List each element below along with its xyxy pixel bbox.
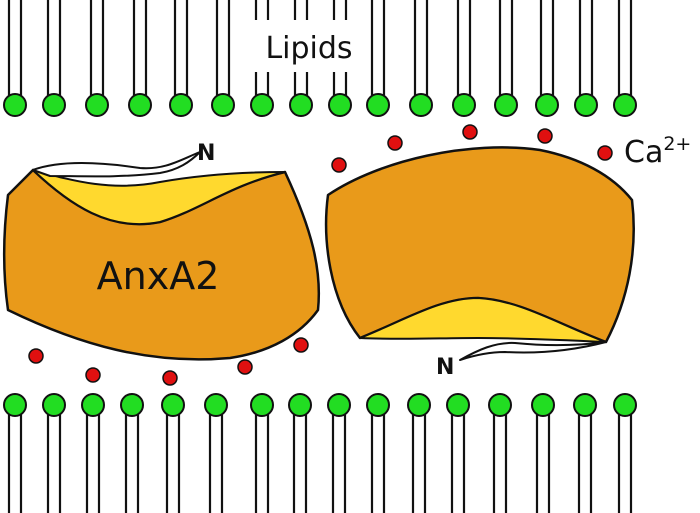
lipid-head xyxy=(409,93,433,117)
lipid-head xyxy=(288,393,312,417)
calcium-ion xyxy=(85,367,101,383)
lipid-head xyxy=(161,393,185,417)
calcium-ions xyxy=(28,124,613,386)
lipid-molecule xyxy=(81,393,105,513)
lipid-head xyxy=(574,93,598,117)
protein-label: AnxA2 xyxy=(97,254,220,298)
lipid-molecule xyxy=(3,0,27,117)
lipid-molecule xyxy=(169,0,193,117)
calcium-ion xyxy=(162,370,178,386)
calcium-ion xyxy=(387,135,403,151)
calcium-ion xyxy=(537,128,553,144)
lipid-head xyxy=(328,93,352,117)
lipid-molecule xyxy=(211,0,235,117)
lipid-molecule xyxy=(613,0,637,117)
calcium-symbol: Ca xyxy=(624,135,663,170)
lipid-molecule xyxy=(494,0,518,117)
lipids-label-text: Lipids xyxy=(265,31,352,66)
lipid-molecule xyxy=(573,393,597,513)
lipid-head xyxy=(452,93,476,117)
lipid-molecule xyxy=(366,393,390,513)
n-terminus-label-right: N xyxy=(436,355,454,380)
lipid-head xyxy=(250,393,274,417)
lipid-head xyxy=(42,93,66,117)
lipid-head xyxy=(613,93,637,117)
lipid-head xyxy=(204,393,228,417)
lipid-molecule xyxy=(250,393,274,513)
anxa2-protein-left: AnxA2 N xyxy=(3,141,321,361)
calcium-ion xyxy=(597,145,613,161)
lipid-head xyxy=(3,93,27,117)
lipid-head xyxy=(446,393,470,417)
lipid-molecule xyxy=(407,393,431,513)
lipid-molecule xyxy=(574,0,598,117)
lipid-molecule xyxy=(446,393,470,513)
lipid-molecule xyxy=(409,0,433,117)
lipid-molecule xyxy=(161,393,185,513)
lipid-head xyxy=(613,393,637,417)
lipid-molecule xyxy=(42,0,66,117)
lipid-head xyxy=(531,393,555,417)
lipids-label: Lipids xyxy=(254,20,364,72)
lipid-molecule xyxy=(535,0,559,117)
lipid-head xyxy=(573,393,597,417)
lipid-head xyxy=(488,393,512,417)
calcium-ion xyxy=(293,337,309,353)
calcium-ion xyxy=(237,359,253,375)
lipid-molecule xyxy=(613,393,637,513)
lipid-molecule xyxy=(366,0,390,117)
lipid-molecule xyxy=(204,393,228,513)
lipid-head xyxy=(535,93,559,117)
lipid-molecule xyxy=(488,393,512,513)
lipid-head xyxy=(494,93,518,117)
lipid-head xyxy=(85,93,109,117)
lipid-head xyxy=(81,393,105,417)
calcium-ion xyxy=(331,157,347,173)
lipid-head xyxy=(42,393,66,417)
lower-lipid-layer xyxy=(3,393,637,513)
anxa2-protein-right: N xyxy=(324,146,635,380)
lipid-molecule xyxy=(128,0,152,117)
lipids-label-background xyxy=(254,20,364,72)
calcium-label: Ca2+ xyxy=(624,133,691,170)
lipid-head xyxy=(366,393,390,417)
lipid-molecule xyxy=(85,0,109,117)
lipid-molecule xyxy=(288,393,312,513)
lipid-molecule xyxy=(328,0,352,117)
calcium-charge: 2+ xyxy=(663,133,691,155)
lipid-head xyxy=(169,93,193,117)
protein-left-groove xyxy=(32,169,286,226)
calcium-ion xyxy=(28,348,44,364)
lipid-head xyxy=(3,393,27,417)
protein-left-n-terminus xyxy=(32,151,201,178)
lipid-head xyxy=(120,393,144,417)
calcium-label-text: Ca2+ xyxy=(624,133,691,170)
lipid-head xyxy=(366,93,390,117)
lipid-head xyxy=(407,393,431,417)
protein-right-n-terminus xyxy=(459,341,607,361)
calcium-ion xyxy=(462,124,478,140)
n-terminus-label-left: N xyxy=(197,141,215,166)
lipid-head xyxy=(128,93,152,117)
lipid-head xyxy=(211,93,235,117)
lipid-molecule xyxy=(42,393,66,513)
lipid-molecule xyxy=(531,393,555,513)
lipid-head xyxy=(250,93,274,117)
upper-lipid-layer xyxy=(3,0,637,117)
lipid-molecule xyxy=(120,393,144,513)
lipid-molecule xyxy=(452,0,476,117)
lipid-molecule xyxy=(3,393,27,513)
lipid-head xyxy=(289,93,313,117)
lipid-head xyxy=(327,393,351,417)
lipid-molecule xyxy=(327,393,351,513)
